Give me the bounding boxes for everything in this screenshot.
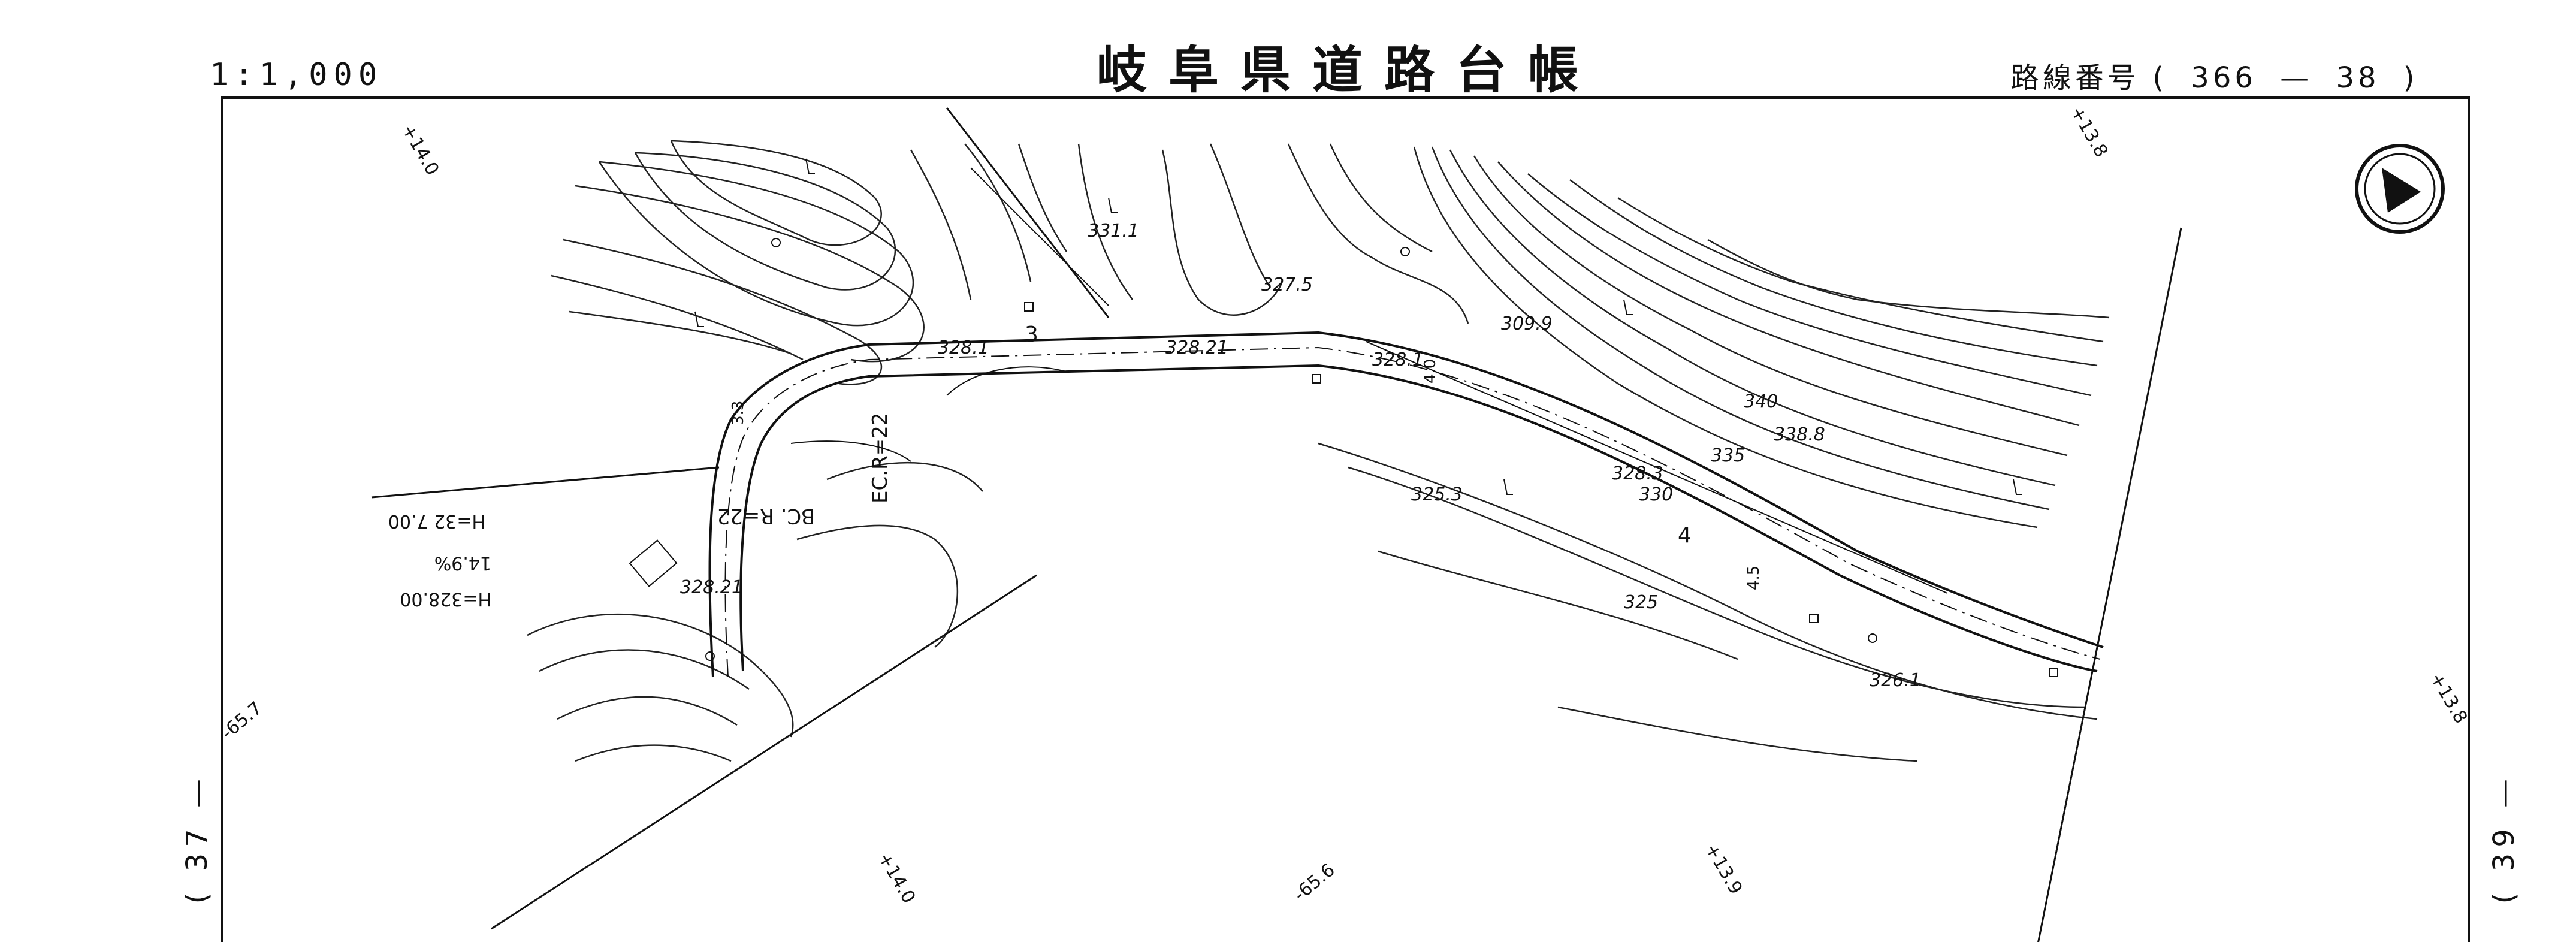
grid-tick: +14.0	[874, 849, 919, 907]
road-alignment	[708, 331, 2104, 678]
curve-radius-label: EC.R=22	[868, 413, 892, 503]
sheet-number: 38	[2336, 61, 2380, 95]
wasteland-symbol-icon	[1503, 479, 1513, 495]
grid-tick: +14.0	[397, 121, 443, 179]
deciduous-tree-icon	[771, 238, 781, 247]
road-width-label: 4.0	[1421, 359, 1439, 384]
manhole-icon	[1024, 302, 1034, 312]
grid-tick-labels: +14.0 +13.8 -65.7 +13.8 +14.0 -65.6 +13.…	[218, 103, 2472, 907]
map-symbols	[629, 158, 2058, 677]
manhole-icon	[1312, 374, 1321, 384]
elevation-label: 327.5	[1261, 274, 1313, 295]
route-close-paren: )	[2403, 61, 2418, 95]
wasteland-symbol-icon	[2013, 479, 2022, 495]
road-width-label: 3.3	[729, 401, 747, 425]
map-scale: 1:1,000	[210, 57, 383, 93]
elevation-label: 340	[1744, 391, 1778, 412]
station-number: 4	[1678, 523, 1692, 548]
grid-tick: +13.9	[1701, 840, 1746, 898]
slope-hatching	[790, 167, 1948, 594]
route-open-paren: (	[2152, 61, 2168, 95]
elevation-label: 330	[1639, 484, 1673, 505]
map-frame	[221, 96, 2470, 942]
road-width-label: 4.5	[1745, 566, 1763, 590]
station-number: 3	[1025, 322, 1038, 347]
station-numbers: 3 4	[1025, 322, 1692, 548]
route-number-block: 路線番号 ( 366 — 38 )	[2010, 54, 2418, 96]
next-sheet-label: ( 39 —	[2487, 773, 2521, 904]
elevation-label: 331.1	[1088, 221, 1139, 241]
manhole-icon	[1809, 614, 1819, 623]
elevation-label: 328.21	[680, 577, 743, 598]
wasteland-symbol-icon	[694, 311, 704, 327]
elevation-label: 338.8	[1774, 424, 1825, 445]
sheet-boundary	[371, 107, 2182, 942]
route-label: 路線番号	[2010, 61, 2140, 95]
elevation-label: 309.9	[1501, 313, 1553, 334]
elevation-label: 325	[1624, 592, 1658, 613]
building-outline	[629, 539, 678, 587]
manhole-icon	[2049, 668, 2058, 677]
contour-lines	[527, 140, 2110, 762]
deciduous-tree-icon	[1868, 633, 1877, 643]
wasteland-symbol-icon	[1108, 197, 1118, 213]
profile-height-label: H=32 7.00	[388, 511, 485, 532]
previous-sheet-label: ( 37 —	[180, 773, 214, 904]
grid-tick: -65.7	[218, 698, 267, 744]
elevation-label: 328.1	[1372, 349, 1424, 370]
page-title: 岐阜県道路台帳	[1097, 40, 1600, 99]
elevation-label: 328.3	[1612, 463, 1663, 484]
bc-curve-label: BC. R=22	[717, 504, 815, 528]
profile-grade-label: 14.9%	[434, 552, 491, 573]
grid-tick: +13.8	[2066, 103, 2112, 161]
grid-tick: +13.8	[2426, 669, 2471, 727]
elevation-labels: 331.1 327.5 328.1 328.21 328.1 309.9 340…	[680, 221, 1921, 691]
route-number: 366	[2191, 61, 2257, 95]
grid-tick: -65.6	[1290, 859, 1339, 905]
profile-height-label: H=328.00	[400, 588, 491, 609]
wasteland-symbol-icon	[1623, 299, 1633, 315]
north-arrow-icon	[2355, 144, 2445, 234]
elevation-label: 328.21	[1165, 337, 1228, 358]
deciduous-tree-icon	[705, 651, 715, 661]
elevation-label: 325.3	[1411, 484, 1463, 505]
route-dash: —	[2280, 61, 2313, 95]
elevation-label: 335	[1711, 445, 1745, 466]
wasteland-symbol-icon	[805, 158, 815, 174]
elevation-label: 328.1	[938, 337, 989, 358]
deciduous-tree-icon	[1400, 247, 1410, 256]
elevation-label: 326.1	[1870, 670, 1921, 691]
